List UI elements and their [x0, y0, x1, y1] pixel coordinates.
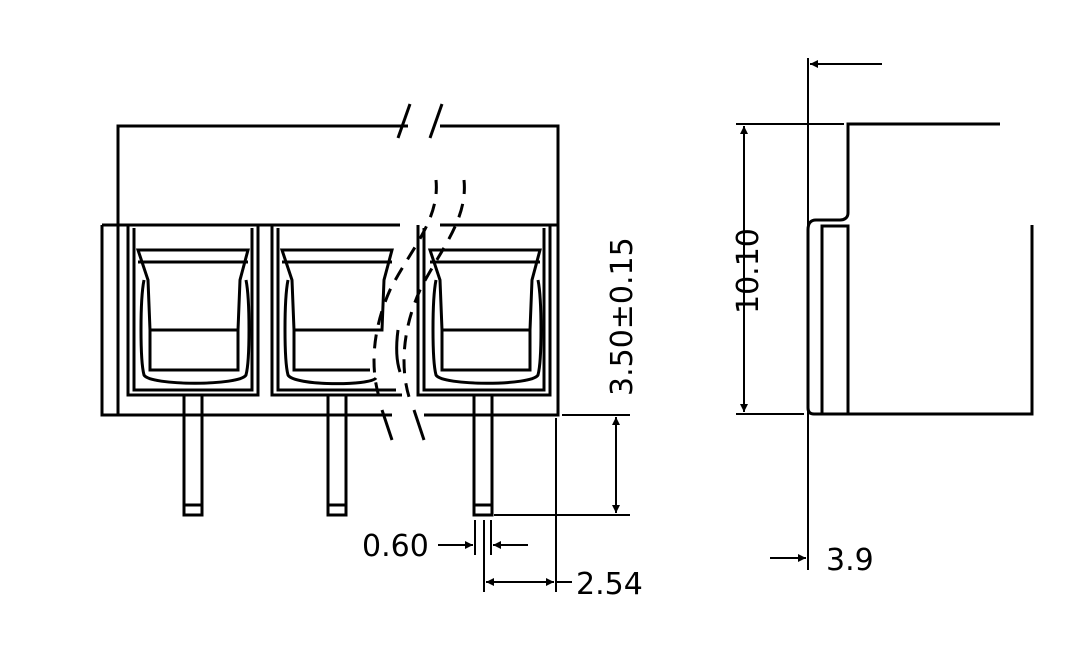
side-top-plate — [806, 122, 1034, 416]
front-dimensions — [438, 414, 630, 592]
dim-label-pin-pitch: 2.54 — [576, 567, 643, 602]
break-mark-bottom-2 — [412, 409, 426, 441]
front-body-lower-outline — [100, 225, 560, 417]
break-mid-arc — [395, 329, 402, 373]
dim-label-pin-length: 3.50±0.15 — [605, 237, 640, 396]
break-mark-bottom-1 — [380, 409, 394, 441]
terminal-cell-3 — [416, 225, 552, 517]
break-mark-top-2 — [428, 103, 444, 139]
pin-1 — [182, 395, 204, 517]
pin-3 — [472, 395, 494, 517]
side-inner-wall — [820, 224, 850, 414]
terminal-cell-2 — [270, 225, 402, 517]
side-view — [806, 122, 1034, 416]
break-curve-dashed-right — [402, 179, 466, 401]
dim-label-body-height: 10.10 — [731, 228, 766, 314]
terminal-cell-1 — [126, 225, 260, 517]
dim-label-body-depth: 3.9 — [826, 543, 874, 578]
dim-label-pin-thickness: 0.60 — [362, 529, 429, 564]
side-dimensions — [736, 58, 882, 570]
front-body-top-outline — [116, 124, 560, 225]
break-curve-dashed-left — [372, 179, 438, 401]
front-view — [100, 103, 560, 517]
pin-2 — [326, 395, 348, 517]
break-mark-top-1 — [396, 103, 412, 139]
